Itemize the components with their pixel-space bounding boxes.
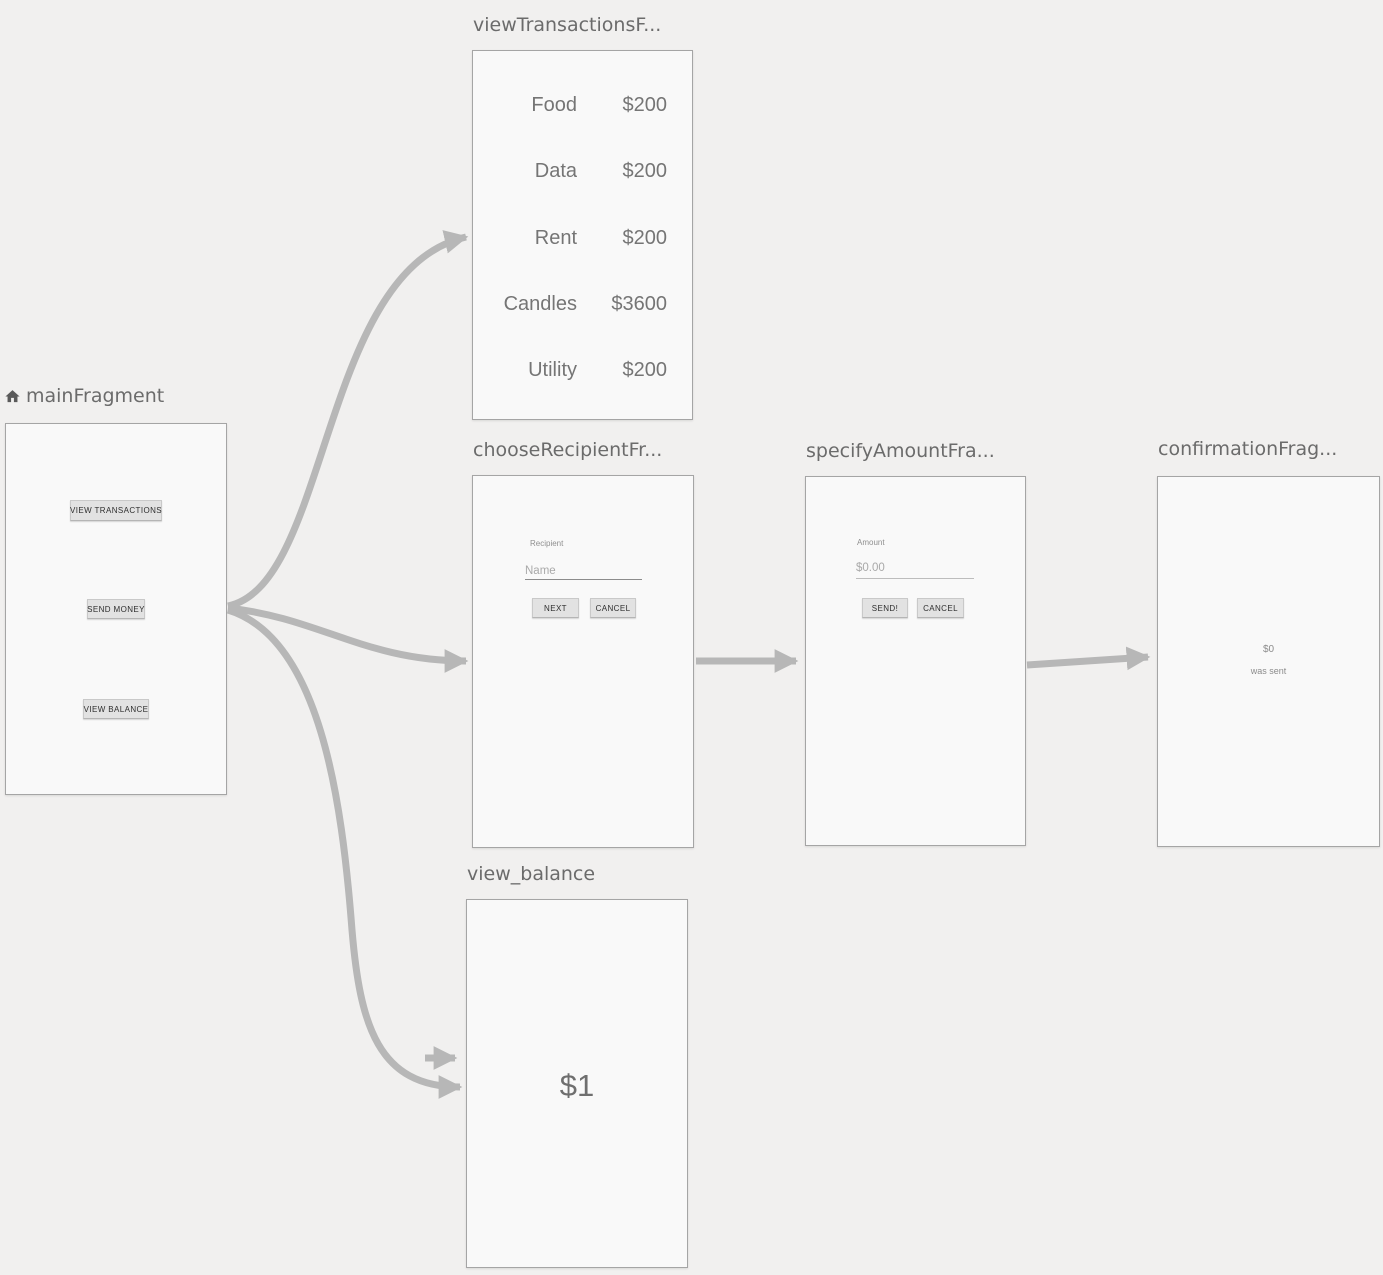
transaction-row: Food $200 [473,94,692,116]
fragment-card-specifyAmount[interactable]: Amount $0.00 SEND! CANCEL [805,476,1026,846]
confirmation-amount-text: $0 [1262,644,1275,655]
transaction-row: Utility $200 [473,359,692,381]
fragment-title-viewTransactions[interactable]: viewTransactionsF... [473,14,661,36]
confirmation-message-text: was sent [1250,666,1287,676]
fragment-title-label: view_balance [467,863,596,885]
fragment-card-mainFragment[interactable]: VIEW TRANSACTIONS SEND MONEY VIEW BALANC… [5,423,227,795]
fragment-title-chooseRecipient[interactable]: chooseRecipientFr... [473,439,662,461]
recipient-input-underline [525,579,642,580]
transaction-amount: $200 [622,359,668,381]
recipient-name-input: Name [525,565,556,577]
transaction-label: Candles [503,293,577,315]
send-money-button: SEND MONEY [87,599,145,619]
cancel-button: CANCEL [917,598,964,618]
balance-amount-text: $1 [559,1068,595,1103]
transaction-label: Rent [534,227,577,249]
action-arrow-main-to-viewBalance[interactable] [226,606,463,1099]
fragment-card-confirmation[interactable]: $0 was sent [1157,476,1380,847]
fragment-title-specifyAmount[interactable]: specifyAmountFra... [806,440,995,462]
action-arrow-specifyAmount-to-confirmation[interactable] [1026,646,1151,671]
transaction-row: Data $200 [473,160,692,182]
fragment-title-label: confirmationFrag... [1158,438,1338,460]
action-arrow-main-to-chooseRecipient[interactable] [227,604,469,673]
view-transactions-button: VIEW TRANSACTIONS [70,500,162,521]
transaction-row: Rent $200 [473,227,692,249]
send-button: SEND! [862,598,908,618]
amount-field-label: Amount [857,538,885,547]
fragment-title-label: chooseRecipientFr... [473,439,663,461]
transaction-row: Candles $3600 [473,293,692,315]
fragment-title-label: mainFragment [26,385,165,407]
fragment-title-label: specifyAmountFra... [806,440,995,462]
fragment-card-viewBalance[interactable]: $1 [466,899,688,1268]
fragment-title-confirmation[interactable]: confirmationFrag... [1158,438,1337,460]
recipient-field-label: Recipient [530,539,564,548]
transaction-amount: $200 [622,94,668,116]
cancel-button: CANCEL [590,598,636,618]
fragment-card-chooseRecipient[interactable]: Recipient Name NEXT CANCEL [472,475,694,848]
transaction-label: Data [534,160,577,182]
transaction-amount: $200 [622,227,668,249]
transaction-label: Food [531,94,577,116]
transaction-amount: $3600 [611,293,667,315]
transaction-amount: $200 [622,160,668,182]
next-button: NEXT [532,598,579,618]
amount-input: $0.00 [856,562,885,574]
fragment-title-label: viewTransactionsF... [473,14,662,36]
home-icon [5,389,20,402]
fragment-card-viewTransactions[interactable]: Food $200 Data $200 Rent $200 Candles $3… [472,50,693,420]
amount-input-underline [856,578,974,579]
action-arrow-main-to-viewTransactions[interactable] [227,230,469,610]
view-balance-button: VIEW BALANCE [83,699,149,719]
transaction-label: Utility [528,359,577,381]
fragment-title-viewBalance[interactable]: view_balance [467,863,595,885]
fragment-title-mainFragment[interactable]: mainFragment [4,385,164,407]
